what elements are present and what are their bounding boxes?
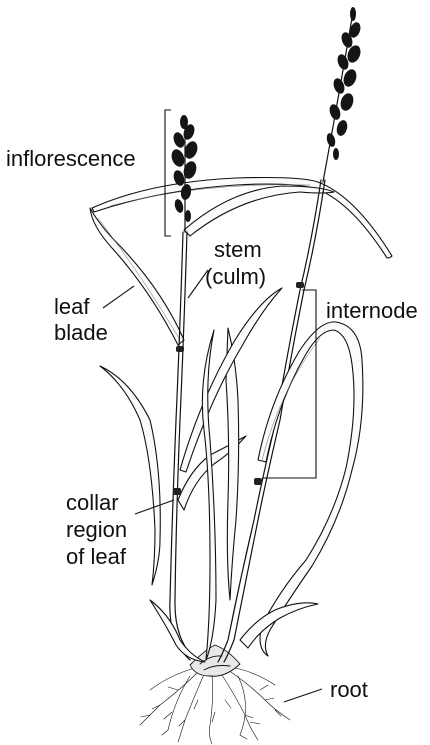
- culm-label: (culm): [205, 264, 266, 289]
- inflorescence-label: inflorescence: [6, 146, 136, 171]
- inflorescence-bracket: [165, 110, 171, 236]
- lower-tangled-leaves: [150, 600, 205, 662]
- root-leader-line: [284, 689, 322, 702]
- right-inflorescence: [323, 7, 363, 182]
- root-label: root: [330, 677, 368, 702]
- lower-right-leaves: [240, 603, 318, 648]
- region-label: region: [66, 517, 127, 542]
- top-leaf: [184, 186, 334, 236]
- internode-label: internode: [326, 298, 418, 323]
- leaf-label: leaf: [54, 294, 90, 319]
- of-leaf-label: of leaf: [66, 544, 127, 569]
- leaf-blade-leader-line: [103, 286, 134, 308]
- left-inflorescence: [169, 115, 199, 232]
- blade-label: blade: [54, 320, 108, 345]
- stem-label: stem: [214, 237, 262, 262]
- collar-label: collar: [66, 490, 119, 515]
- root-system: [140, 668, 290, 744]
